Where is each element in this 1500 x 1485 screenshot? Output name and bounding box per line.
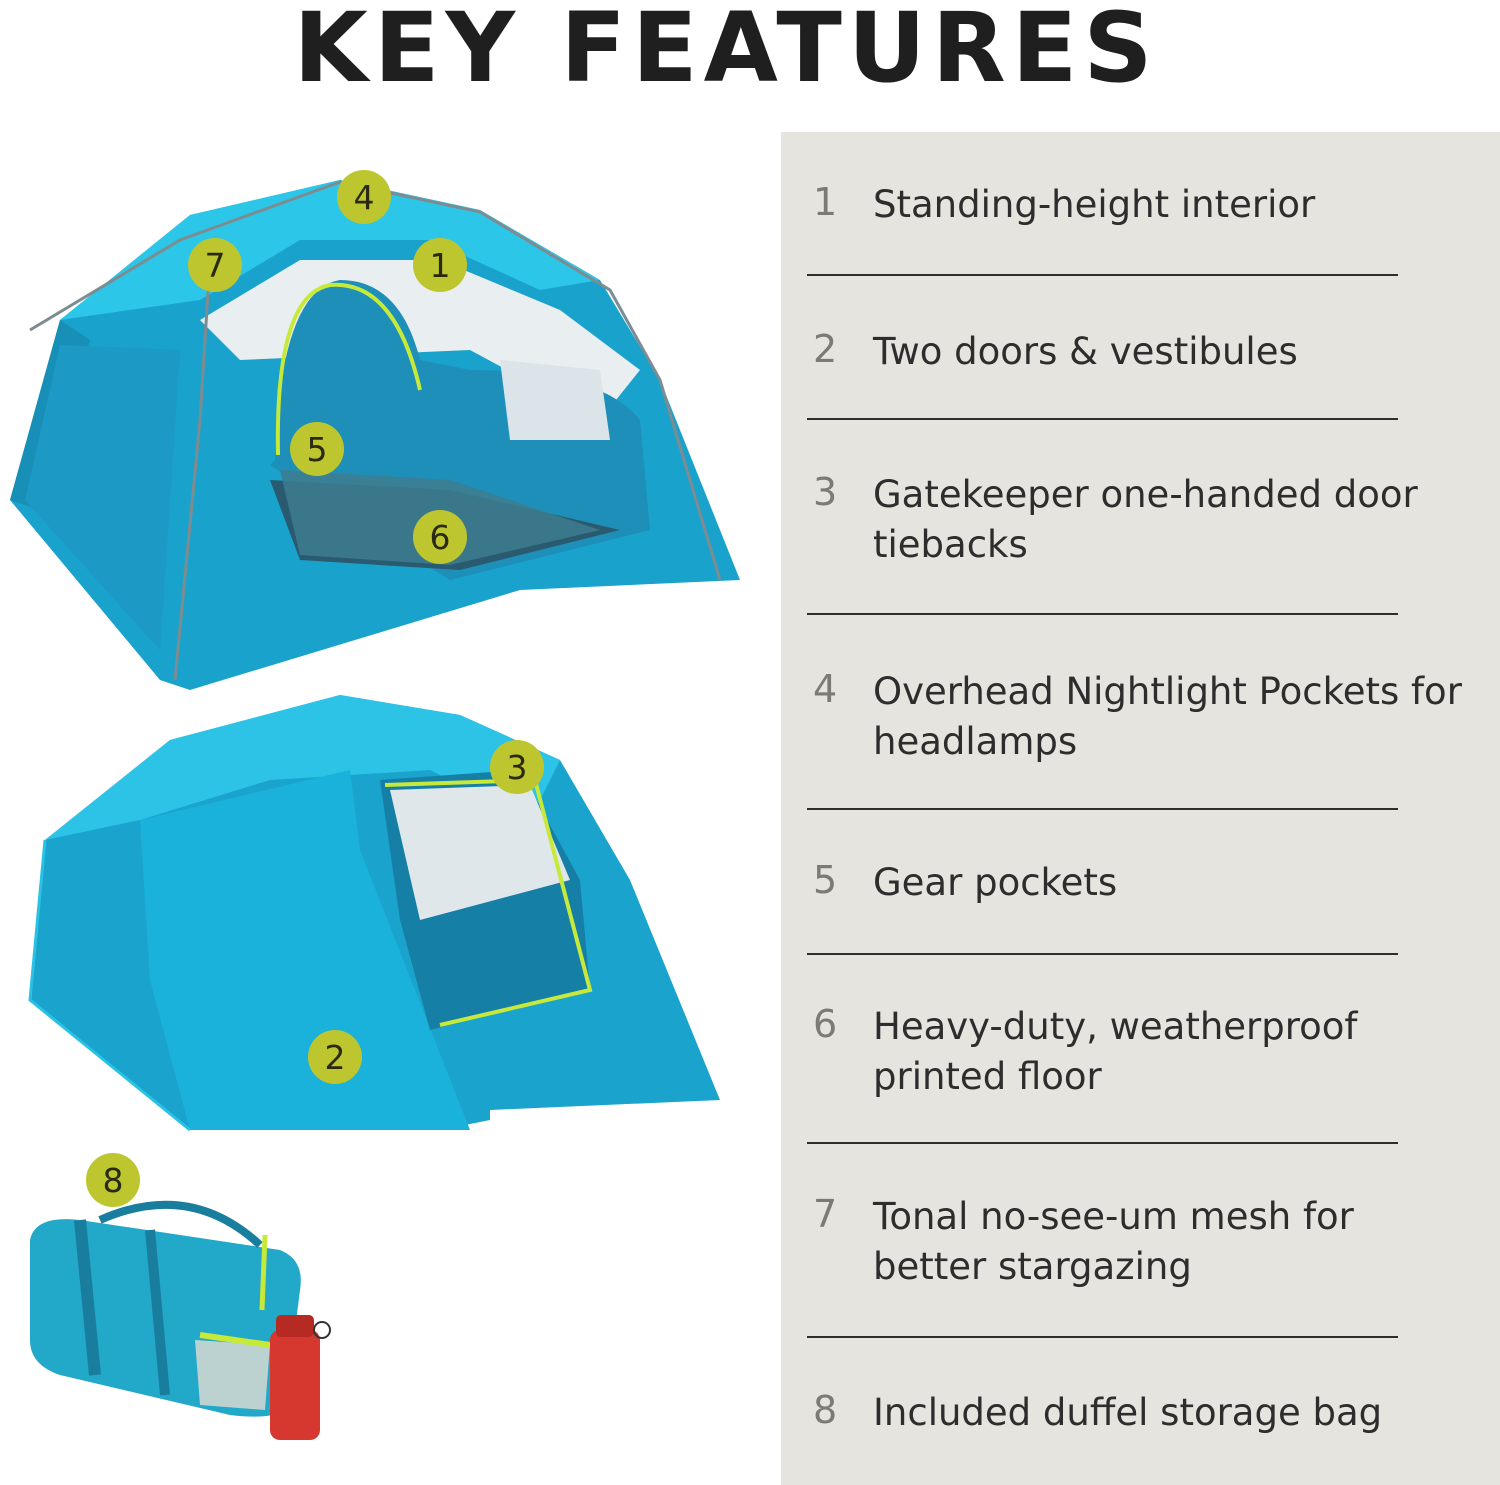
feature-text: Gear pockets [873, 861, 1118, 904]
divider [807, 1336, 1398, 1338]
callout-badge-8: 8 [86, 1153, 140, 1207]
tent-illustrations: 4 7 1 5 6 3 2 8 [0, 120, 780, 1485]
feature-number: 7 [813, 1192, 838, 1236]
feature-text: Heavy-duty, weatherproof printed floor [873, 1005, 1358, 1098]
feature-number: 5 [813, 858, 838, 902]
callout-badge-7: 7 [188, 238, 242, 292]
tent-exterior-image [28, 695, 720, 1132]
feature-text: Gatekeeper one-handed door tiebacks [873, 473, 1418, 566]
feature-text: Standing-height interior [873, 183, 1316, 226]
divider [807, 613, 1398, 615]
callout-badge-2: 2 [308, 1030, 362, 1084]
feature-number: 1 [813, 180, 838, 224]
tent-artwork [10, 180, 740, 1440]
tent-interior-image [10, 180, 740, 690]
feature-text: Tonal no-see-um mesh for better stargazi… [873, 1195, 1354, 1288]
feature-text: Two doors & vestibules [873, 330, 1298, 373]
divider [807, 274, 1398, 276]
feature-number: 3 [813, 470, 838, 514]
divider [807, 418, 1398, 420]
callout-badge-1: 1 [413, 238, 467, 292]
feature-number: 2 [813, 327, 838, 371]
feature-number: 4 [813, 667, 838, 711]
water-bottle-image [270, 1315, 331, 1440]
divider [807, 808, 1398, 810]
features-panel: 1 Standing-height interior 2 Two doors &… [781, 132, 1500, 1485]
feature-number: 8 [813, 1388, 838, 1432]
page-title: KEY FEATURES [293, 0, 1159, 104]
divider [807, 953, 1398, 955]
callout-badge-4: 4 [337, 170, 391, 224]
callout-badge-6: 6 [413, 510, 467, 564]
feature-text: Overhead Nightlight Pockets for headlamp… [873, 670, 1462, 763]
feature-text: Included duffel storage bag [873, 1391, 1383, 1434]
callout-badge-5: 5 [290, 422, 344, 476]
duffel-bag-image [30, 1200, 301, 1417]
feature-number: 6 [813, 1002, 838, 1046]
divider [807, 1142, 1398, 1144]
callout-badge-3: 3 [490, 740, 544, 794]
